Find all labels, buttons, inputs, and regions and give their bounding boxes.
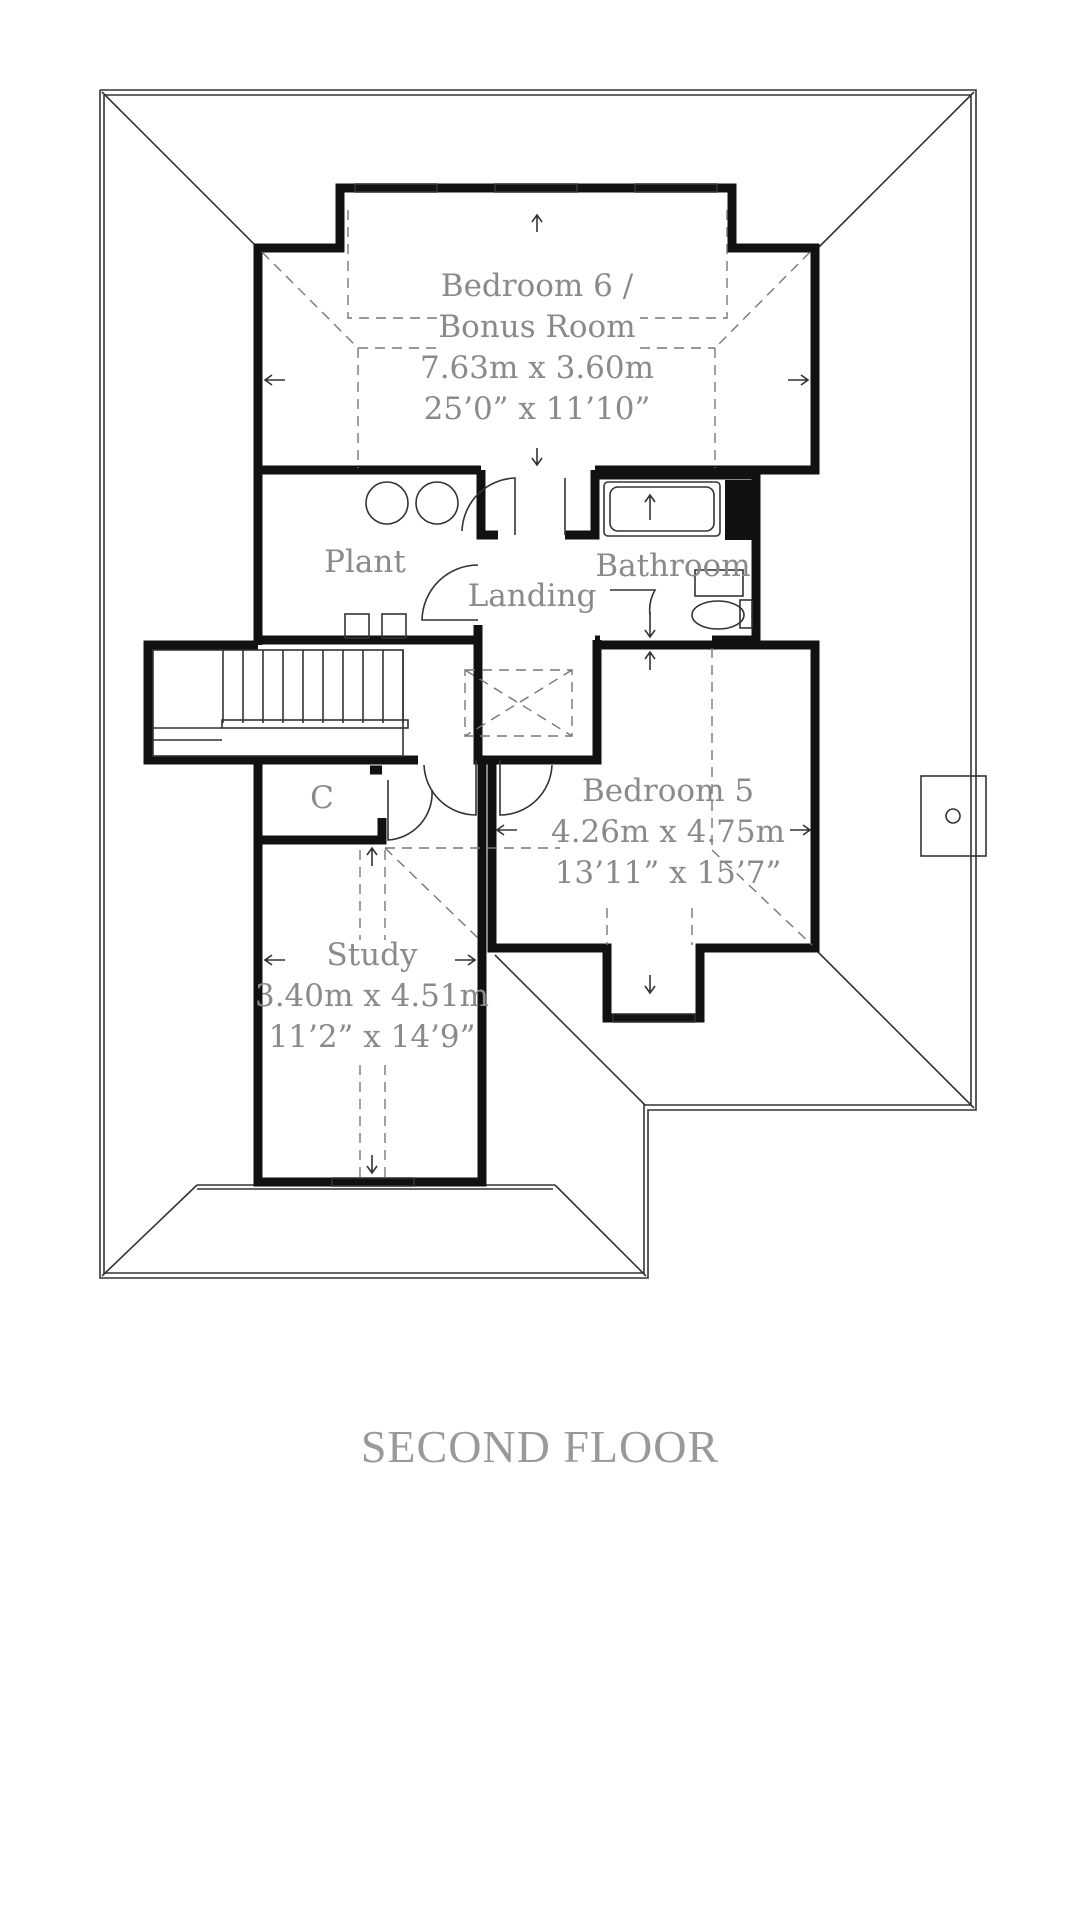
bathroom-fixtures [603, 480, 755, 630]
bedroom5-imperial: 13’11” x 15’7” [555, 855, 782, 891]
ceiling-lines [261, 210, 813, 1178]
plant-fixtures [344, 481, 459, 639]
skylight [464, 669, 573, 737]
exterior-walls [143, 183, 820, 1187]
floor-title: SECOND FLOOR [361, 1421, 719, 1472]
bathroom-label: Bathroom [595, 548, 750, 584]
chimney [920, 775, 987, 857]
bedroom5-metric: 4.26m x 4.75m [551, 814, 785, 850]
roof-outline [99, 89, 977, 1279]
bedroom6-metric: 7.63m x 3.60m [420, 350, 654, 386]
room-labels: Bedroom 6 / Bonus Room 7.63m x 3.60m 25’… [255, 268, 785, 1055]
bedroom6-name1: Bedroom 6 / [441, 268, 634, 304]
bedroom5-name: Bedroom 5 [582, 773, 754, 809]
study-metric: 3.40m x 4.51m [255, 978, 489, 1014]
study-imperial: 11’2” x 14’9” [269, 1019, 476, 1055]
study-name: Study [326, 937, 418, 973]
landing-label: Landing [468, 578, 597, 614]
dimension-markers [263, 213, 812, 1175]
bedroom6-name2: Bonus Room [438, 309, 635, 345]
windows [331, 183, 718, 1187]
cupboard-label: C [310, 780, 334, 816]
plant-label: Plant [324, 544, 406, 580]
doors [387, 477, 657, 841]
staircase [152, 649, 409, 757]
bedroom6-imperial: 25’0” x 11’10” [424, 391, 651, 427]
